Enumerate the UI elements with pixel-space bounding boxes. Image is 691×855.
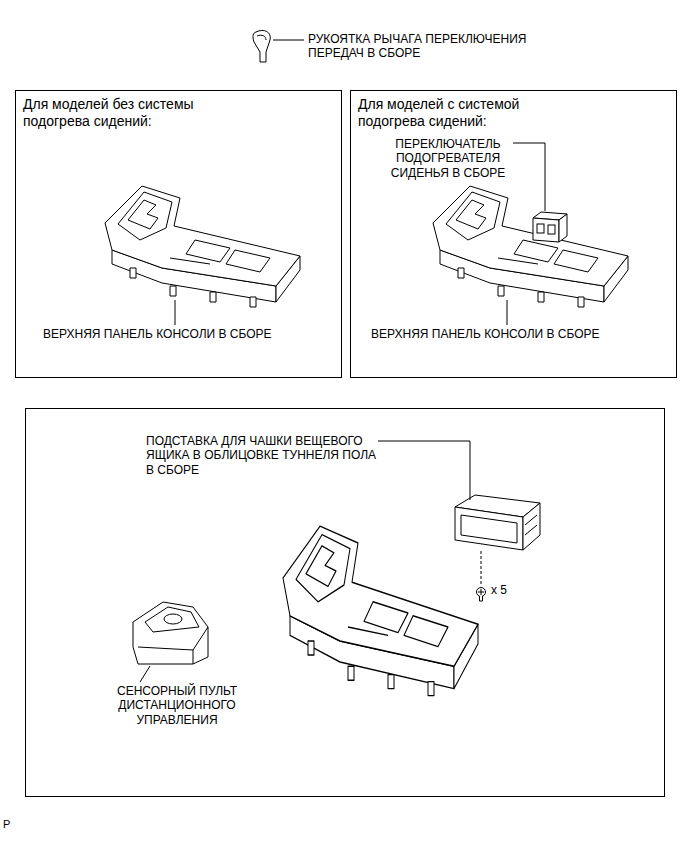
quantity-label: x 5	[491, 583, 531, 597]
frame-box: Для моделей с системой подогрева сидений…	[350, 90, 677, 378]
leader-line	[513, 143, 545, 211]
console-panel-drawing	[283, 526, 478, 695]
console-panel-drawing	[105, 186, 300, 307]
frame-box: ПОДСТАВКА ДЛЯ ЧАШКИ ВЕЩЕВОГО ЯЩИКА В ОБЛ…	[25, 408, 665, 797]
frame-box: Для моделей без системы подогрева сидени…	[15, 90, 342, 378]
section-heading: Для моделей с системой подогрева сидений…	[358, 96, 588, 130]
part-label: ВЕРХНЯЯ ПАНЕЛЬ КОНСОЛИ В СБОРЕ	[43, 327, 333, 341]
part-label: ПОДСТАВКА ДЛЯ ЧАШКИ ВЕЩЕВОГО ЯЩИКА В ОБЛ…	[146, 434, 378, 477]
heater-switch-drawing	[533, 212, 567, 242]
part-label: СЕНСОРНЫЙ ПУЛЬТ ДИСТАНЦИОННОГО УПРАВЛЕНИ…	[110, 684, 244, 727]
leader-line	[273, 40, 304, 41]
leader-line	[507, 300, 508, 325]
part-label: РУКОЯТКА РЫЧАГА ПЕРЕКЛЮЧЕНИЯ ПЕРЕДАЧ В С…	[308, 32, 570, 61]
shift-knob-icon	[253, 30, 270, 62]
console-panel-drawing	[433, 186, 628, 307]
section-heading: Для моделей без системы подогрева сидени…	[23, 96, 253, 130]
page-marker: P	[3, 818, 23, 831]
part-label: ВЕРХНЯЯ ПАНЕЛЬ КОНСОЛИ В СБОРЕ	[371, 327, 661, 341]
leader-line	[175, 300, 176, 325]
leader-line	[378, 441, 470, 500]
leader-line	[140, 666, 150, 682]
dashed-line	[481, 551, 482, 584]
cup-holder-drawing	[455, 495, 540, 550]
screw-symbol	[477, 588, 486, 602]
part-label: ПЕРЕКЛЮЧАТЕЛЬ ПОДОГРЕВАТЕЛЯ СИДЕНЬЯ В СБ…	[381, 137, 515, 180]
remote-touch-drawing	[133, 602, 208, 664]
